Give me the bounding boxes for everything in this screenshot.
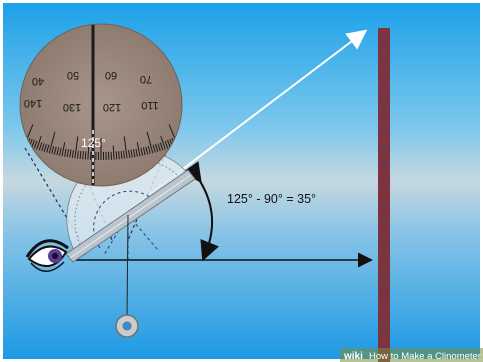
scale-tick xyxy=(84,151,87,160)
scale-tick xyxy=(33,140,38,149)
scale-tick xyxy=(112,145,115,160)
scale-tick xyxy=(56,147,60,156)
scale-tick xyxy=(155,143,159,152)
tick-label-140: 140 xyxy=(24,97,42,109)
tick-label-130: 130 xyxy=(63,101,81,113)
scale-tick xyxy=(77,150,79,159)
scale-tick xyxy=(41,143,45,152)
scale-tick xyxy=(38,142,43,151)
scale-tick xyxy=(140,147,144,156)
scale-tick xyxy=(82,151,84,160)
scale-tick xyxy=(160,135,166,150)
scale-tick xyxy=(157,143,161,152)
watermark-brand: wiki xyxy=(343,351,363,362)
scale-tick xyxy=(110,151,112,160)
scale-tick xyxy=(90,151,92,160)
scale-tick xyxy=(128,149,131,158)
tick-label-50: 50 xyxy=(67,69,79,81)
scale-tick xyxy=(69,149,72,158)
washer-weight xyxy=(115,314,139,338)
tick-label-60: 60 xyxy=(105,69,117,81)
scale-tick xyxy=(120,150,123,159)
scale-tick xyxy=(87,145,90,160)
scale-tick xyxy=(159,142,164,151)
scale-tick xyxy=(64,148,67,157)
scale-tick xyxy=(152,144,156,153)
scale-tick xyxy=(115,151,118,160)
watermark-text: How to Make a Clinometer xyxy=(369,351,481,361)
scale-tick xyxy=(51,145,55,154)
tick-label-110: 110 xyxy=(141,99,159,111)
tick-label-40: 40 xyxy=(32,75,44,87)
sighting-straw xyxy=(65,169,196,263)
magnified-scale: 40 50 60 70 140 130 120 110 125° xyxy=(20,24,182,186)
tick-label-120: 120 xyxy=(103,101,121,113)
scale-tick xyxy=(123,150,125,159)
scale-tick xyxy=(164,140,169,149)
scale-tick xyxy=(71,149,74,158)
angle-equation: 125° - 90° = 35° xyxy=(227,192,316,206)
scale-tick xyxy=(167,139,171,148)
scale-tick xyxy=(48,131,56,154)
scale-tick xyxy=(147,145,151,154)
magnifier-rim xyxy=(19,23,183,187)
scale-tick xyxy=(118,151,120,160)
scale-tick xyxy=(66,149,69,158)
reading-label: 125° xyxy=(81,136,106,150)
scale-tick xyxy=(46,144,50,153)
scale-tick xyxy=(145,146,149,155)
tick-label-70: 70 xyxy=(140,73,152,85)
scale-tick xyxy=(74,136,79,159)
scale-tick xyxy=(142,147,146,156)
eye xyxy=(25,239,69,272)
scale-tick xyxy=(123,136,128,159)
plumb-string xyxy=(126,214,129,319)
angle-arc xyxy=(182,161,219,262)
scale-tick xyxy=(58,147,62,156)
scale-tick xyxy=(53,146,57,155)
scale-tick xyxy=(133,149,136,158)
scale-tick xyxy=(135,148,138,157)
scale-tick xyxy=(136,142,141,157)
scale-tick xyxy=(79,150,82,159)
scale-tick xyxy=(130,149,133,158)
scale-tick xyxy=(146,131,154,154)
scale-labels: 40 50 60 70 140 130 120 110 xyxy=(24,69,159,113)
scale-tick xyxy=(36,135,42,150)
watermark: wiki How to Make a Clinometer xyxy=(340,348,483,362)
scale-tick xyxy=(31,139,35,148)
scale-tick xyxy=(43,143,47,152)
tall-pole xyxy=(378,28,390,362)
scale-tick xyxy=(61,142,66,157)
